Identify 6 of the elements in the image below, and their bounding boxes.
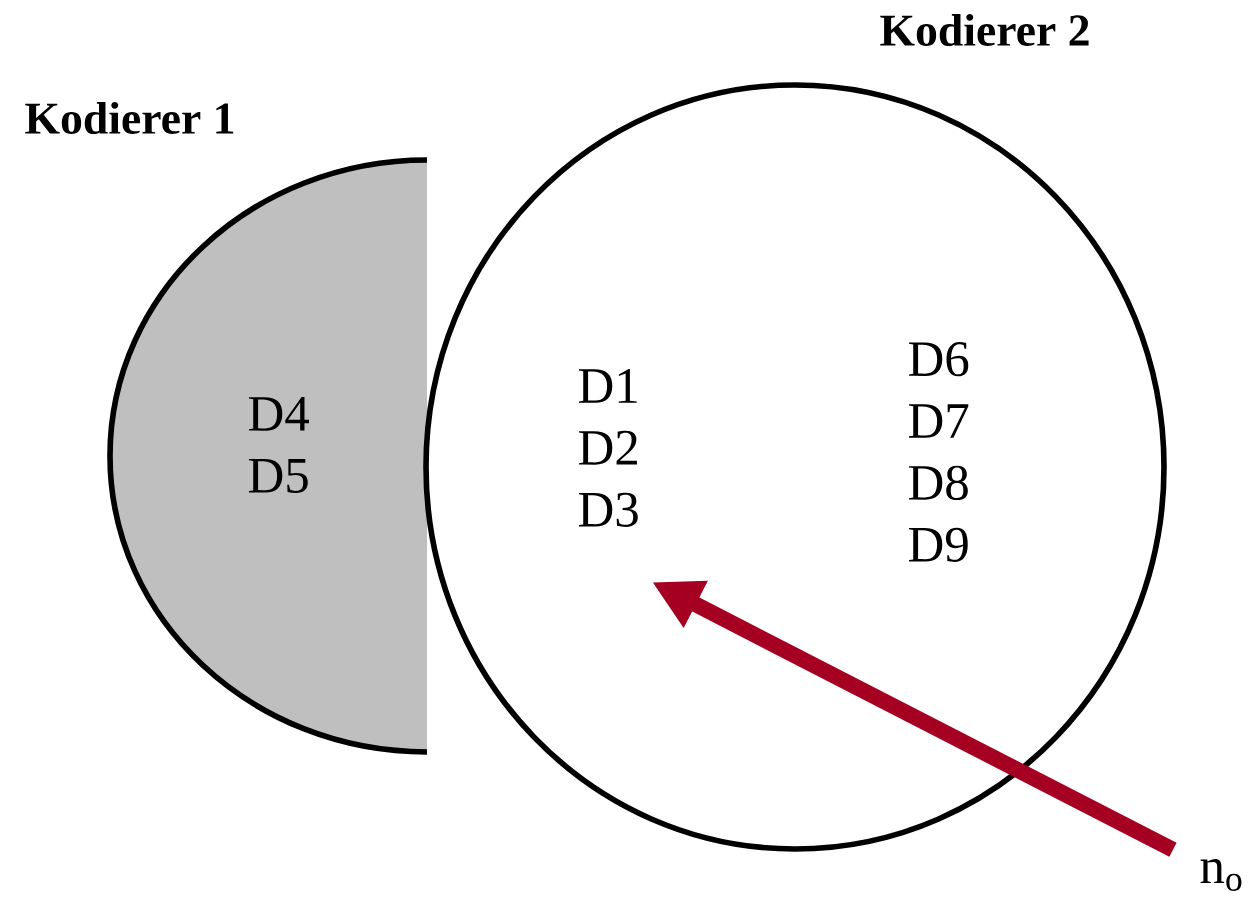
variable-label: n$_{o}$ — [1200, 859, 1242, 891]
heading: Kodierer 2 — [880, 13, 1089, 47]
heading: Kodierer 1 — [25, 101, 234, 135]
data-list: D6 D7 D8 D9 — [909, 342, 969, 562]
data-list: D1 D2 D3 — [579, 369, 638, 527]
data-list: D4 D5 — [249, 397, 309, 493]
